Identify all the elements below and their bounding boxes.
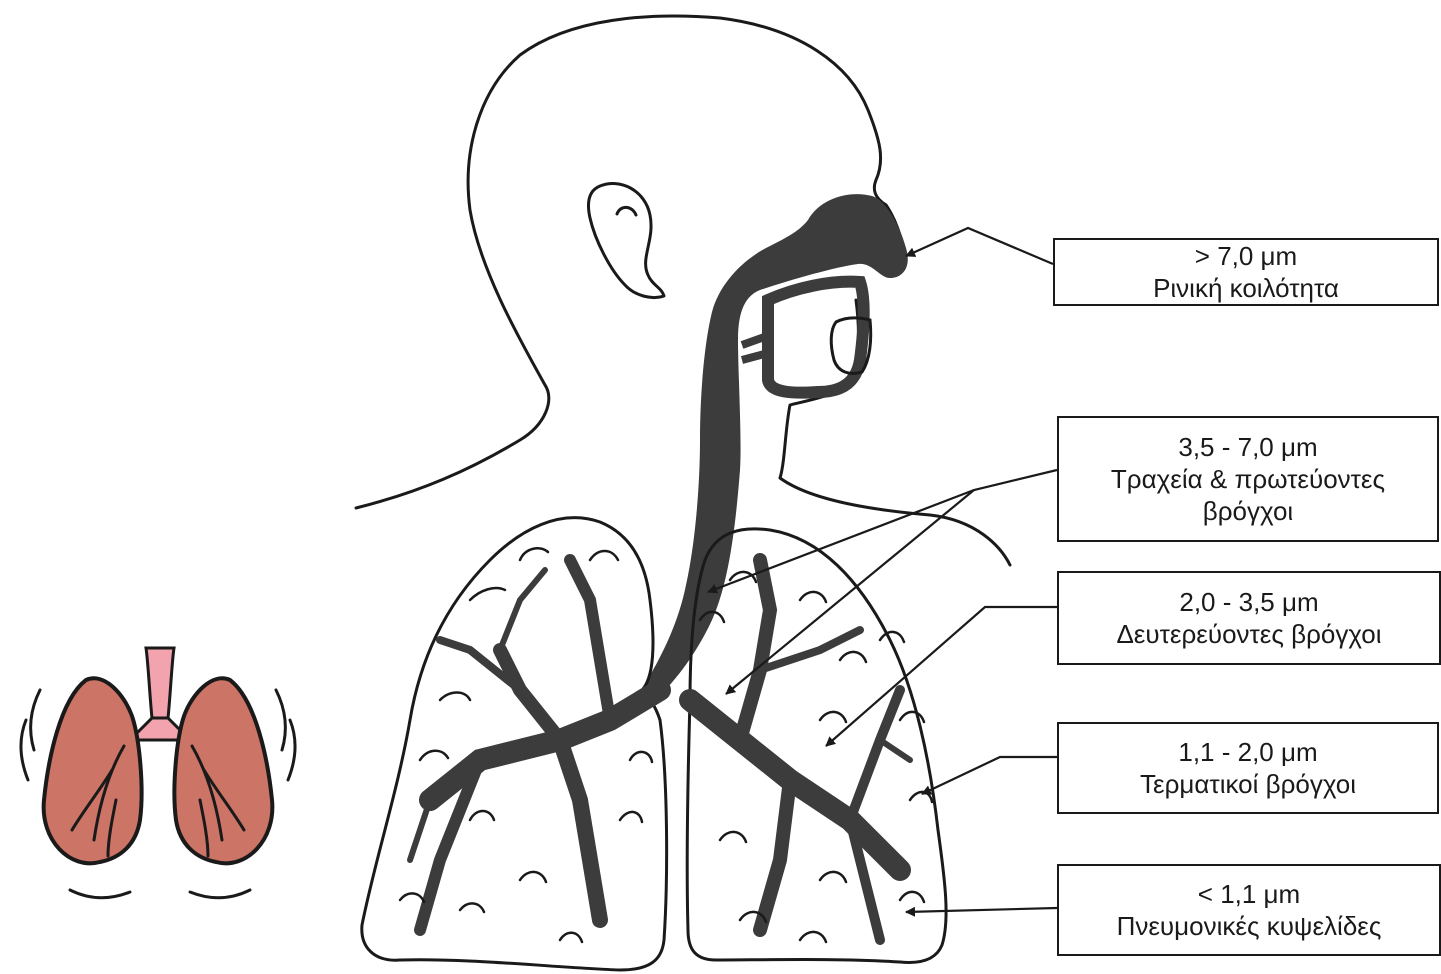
region-nasal: Ρινική κοιλότητα <box>1153 272 1339 304</box>
region-trachea-line1: Τραχεία & πρωτεύοντες <box>1111 463 1385 495</box>
arrow-terminal <box>922 757 1057 794</box>
head-body-outline <box>356 16 1010 565</box>
label-box-trachea-primary-bronchi: 3,5 - 7,0 μm Τραχεία & πρωτεύοντες βρόγχ… <box>1057 416 1439 542</box>
bronchial-tree <box>410 560 910 940</box>
label-box-secondary-bronchi: 2,0 - 3,5 μm Δευτερεύοντες βρόγχοι <box>1057 571 1441 665</box>
size-secondary: 2,0 - 3,5 μm <box>1179 586 1318 618</box>
region-terminal: Τερματικοί βρόγχοι <box>1140 768 1356 800</box>
label-box-terminal-bronchi: 1,1 - 2,0 μm Τερματικοί βρόγχοι <box>1057 722 1439 814</box>
label-box-pulmonary-alveoli: < 1,1 μm Πνευμονικές κυψελίδες <box>1057 864 1441 956</box>
size-trachea: 3,5 - 7,0 μm <box>1178 431 1317 463</box>
size-terminal: 1,1 - 2,0 μm <box>1178 736 1317 768</box>
lungs-clipart-icon <box>21 648 295 898</box>
label-box-nasal-cavity: > 7,0 μm Ρινική κοιλότητα <box>1053 238 1439 306</box>
size-nasal: > 7,0 μm <box>1195 240 1297 272</box>
size-alveoli: < 1,1 μm <box>1198 878 1300 910</box>
region-secondary: Δευτερεύοντες βρόγχοι <box>1116 618 1381 650</box>
region-alveoli: Πνευμονικές κυψελίδες <box>1117 910 1382 942</box>
region-trachea-line2: βρόγχοι <box>1203 495 1293 527</box>
arrow-alveoli <box>906 908 1057 912</box>
arrow-nasal <box>906 228 1053 264</box>
